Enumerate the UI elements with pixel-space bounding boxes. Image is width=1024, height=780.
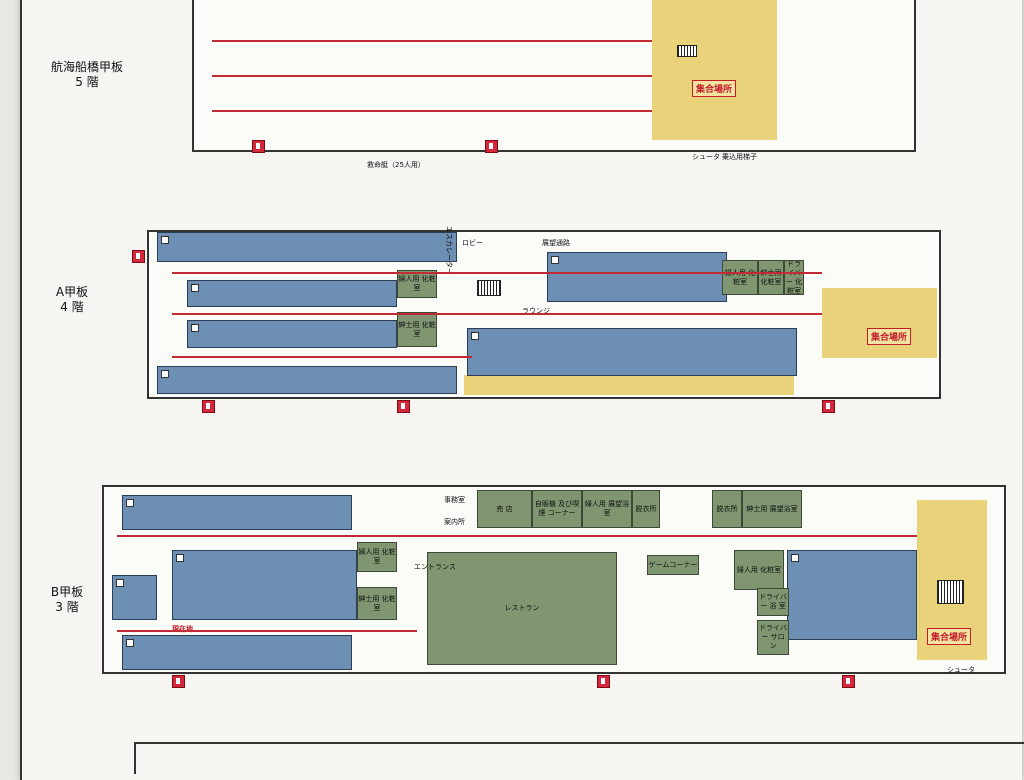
deckA-ladies-wc: 婦人用 化粧室 (397, 270, 437, 298)
deckB-dressing-2: 脱衣所 (712, 490, 742, 528)
deckB-driver-bath: ドライバー 浴 室 (757, 588, 789, 616)
deckB-ladies-wc-2: 婦人用 化粧室 (734, 550, 784, 590)
deckB-info-label: 案内所 (444, 518, 465, 526)
deck5-assembly-label: 集合場所 (692, 80, 737, 97)
deck5-lifeboat-label: 救命艇（25人用） (367, 161, 425, 169)
deckB-entrance-label: エントランス (414, 563, 456, 571)
fire-alarm-icon (597, 675, 610, 688)
deckA-name: A甲板 (55, 285, 89, 299)
deckA-corridor-label: 展望通路 (542, 239, 570, 247)
deck5-name: 航海船橋甲板 (50, 60, 123, 74)
deck5-stairs (677, 45, 697, 57)
cabin (122, 495, 352, 530)
legend-band (134, 742, 1024, 774)
fire-alarm-icon (132, 250, 145, 263)
fire-alarm-icon (252, 140, 265, 153)
evacuation-map-sheet: 航海船橋甲板 5 階 集合場所 救命艇（25人用） シュータ 乗込用梯子 A甲板… (20, 0, 1024, 780)
deckA-assembly-area (822, 288, 937, 358)
cabin (157, 366, 457, 394)
deckB-ladies-wc: 婦人用 化粧室 (357, 542, 397, 572)
deckA-lounge-floor (464, 375, 794, 395)
fire-alarm-icon (172, 675, 185, 688)
deckB-chute-label: シュータ (947, 666, 975, 674)
deckA-ladies-wc-2: 婦人用 化粧室 (722, 260, 758, 295)
deck5-route-1 (212, 40, 652, 42)
deckB-game-corner: ゲームコーナー (647, 555, 699, 575)
cabin (157, 232, 457, 262)
deckA-lounge-label: ラウンジ (522, 307, 550, 315)
deckB-floor: 3 階 (55, 600, 79, 614)
deckB-ladies-bath: 婦人用 展望浴室 (582, 490, 632, 528)
deckB-shop: 売 店 (477, 490, 532, 528)
deckA-route-2 (172, 313, 822, 315)
deckA-mens-wc: 紳士用 化粧室 (397, 312, 437, 347)
deckA-route-1 (172, 272, 822, 274)
deckA-driver-wc: ドライバー 化粧室 (784, 259, 804, 295)
fire-alarm-icon (842, 675, 855, 688)
cabin (187, 280, 397, 307)
fire-alarm-icon (485, 140, 498, 153)
deckB-restaurant: レストラン (427, 552, 617, 665)
cabin (122, 635, 352, 670)
cabin (547, 252, 727, 302)
deckB-route-2 (117, 630, 417, 632)
deckA-lobby-label: ロビー (462, 239, 483, 247)
deckB-dressing: 脱衣所 (632, 490, 660, 528)
deck5-route-3 (212, 110, 652, 112)
deckB-mens-bath: 紳士用 展望浴室 (742, 490, 802, 528)
deckA-route-3 (172, 356, 472, 358)
deckB-assembly-label: 集合場所 (927, 628, 972, 645)
fire-alarm-icon (202, 400, 215, 413)
cabin (172, 550, 357, 620)
deckA-escalator-label: エスカレーター (445, 226, 453, 275)
deckB-office-label: 事務室 (444, 496, 465, 504)
deckB-you-are-here: 現在地 (172, 625, 193, 633)
cabin (112, 575, 157, 620)
deckB-stairs (937, 580, 964, 604)
deckB-route-1 (117, 535, 917, 537)
deck5-ladder-label: 乗込用梯子 (722, 153, 757, 161)
deckB-label: B甲板 3 階 (37, 585, 97, 615)
deckB-driver-salon: ドライバー サロン (757, 620, 789, 655)
deckA-floor: 4 階 (60, 300, 84, 314)
cabin (787, 550, 917, 640)
deck5-chute-label: シュータ (692, 153, 720, 161)
deckB-name: B甲板 (50, 585, 84, 599)
deck5-route-2 (212, 75, 652, 77)
cabin (187, 320, 397, 348)
deckA-assembly-label: 集合場所 (867, 328, 912, 345)
deck5-assembly-area (652, 0, 777, 140)
fire-alarm-icon (822, 400, 835, 413)
deck5-floor: 5 階 (75, 75, 99, 89)
fire-alarm-icon (397, 400, 410, 413)
cabin (467, 328, 797, 376)
deckA-mens-wc-2: 紳士用 化粧室 (758, 260, 784, 295)
deckB-mens-wc: 紳士用 化粧室 (357, 587, 397, 620)
deckA-label: A甲板 4 階 (42, 285, 102, 315)
deckA-stairs (477, 280, 501, 296)
deck5-label: 航海船橋甲板 5 階 (32, 60, 142, 90)
deckB-vending: 自販機 及び喫煙 コーナー (532, 490, 582, 528)
